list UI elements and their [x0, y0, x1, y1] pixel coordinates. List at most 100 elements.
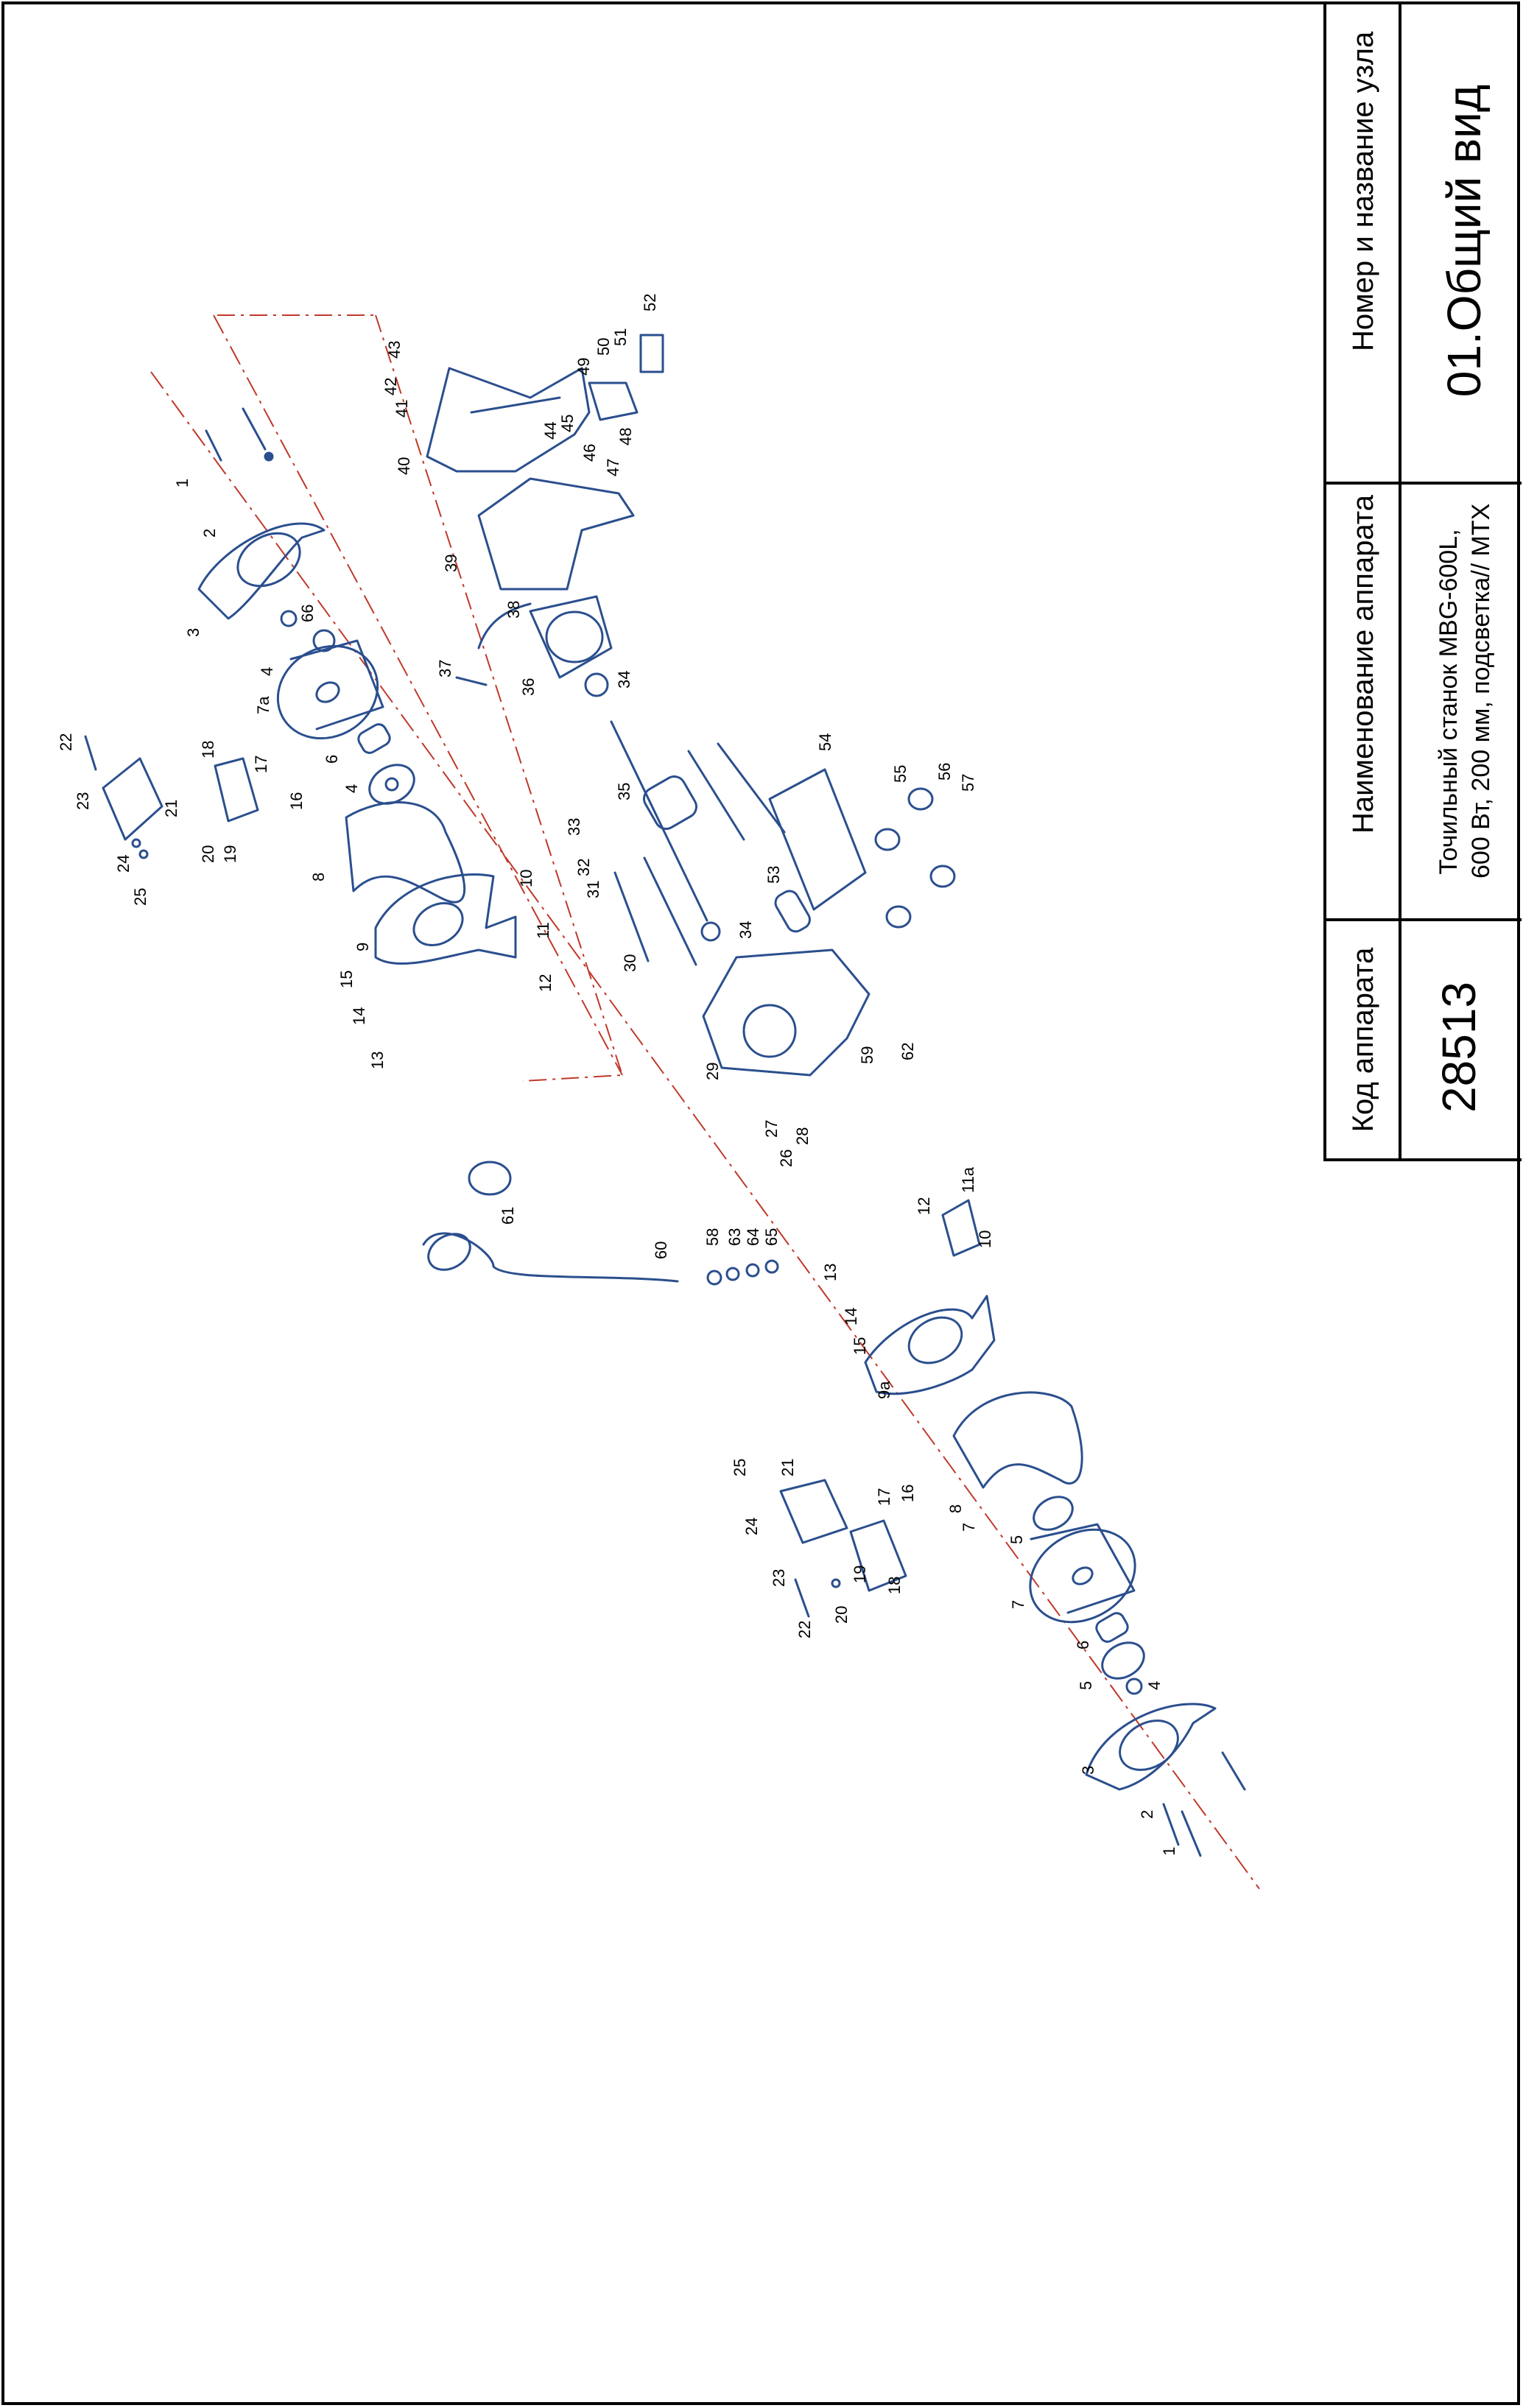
callout: 16: [287, 792, 306, 810]
eye-shield-part: [102, 757, 259, 841]
callout: 11a: [959, 1166, 977, 1193]
nut-part: [264, 451, 274, 462]
callout: 52: [641, 294, 659, 311]
callout: 17: [875, 1488, 893, 1506]
flange-part: [368, 764, 415, 805]
name-header: Наименование аппарата: [1347, 495, 1379, 834]
title-block: Номер и название узла 01.Общий вид Наиме…: [1323, 1, 1522, 1161]
switch-box-part: [588, 334, 664, 421]
tie-rod-part: [613, 742, 786, 966]
motor-cover-part: [477, 477, 635, 591]
bolt-part: [1162, 1751, 1246, 1857]
callout: 48: [616, 428, 635, 446]
callout: 10: [517, 870, 535, 887]
callout: 55: [891, 765, 910, 783]
callout: 51: [611, 328, 630, 346]
callout: 9a: [875, 1381, 893, 1399]
callout: 4: [1145, 1681, 1164, 1690]
title-block-row-divider: [1326, 918, 1522, 921]
callout: 47: [604, 459, 622, 476]
callout: 23: [770, 1569, 788, 1587]
capacitor-part: [774, 890, 811, 933]
callout: 1: [173, 479, 191, 487]
callout: 13: [821, 1264, 840, 1281]
callout: 41: [393, 400, 411, 418]
callout: 15: [337, 971, 356, 988]
callout: 2: [200, 529, 219, 538]
callout: 53: [764, 866, 783, 884]
callout: 4: [258, 667, 276, 676]
callout: 3: [184, 628, 203, 637]
flange-guard-part: [197, 522, 326, 620]
callout: 33: [565, 818, 583, 836]
unit-header: Номер и название узла: [1347, 31, 1379, 351]
base-plate-part: [768, 768, 867, 911]
callout: 37: [436, 660, 454, 677]
callout: 54: [816, 733, 834, 751]
bearing-part: [584, 672, 721, 942]
callout: 24: [742, 1518, 761, 1535]
name-value-line2: 600 Вт, 200 мм, подсветка// MTX: [1467, 503, 1495, 879]
lamp-bulb-part: [468, 1161, 512, 1196]
spacer-part: [357, 723, 391, 754]
code-value: 28513: [1432, 982, 1485, 1113]
title-block-row-divider: [1326, 482, 1522, 485]
callout: 35: [615, 783, 633, 800]
callout: 11: [534, 922, 552, 939]
callout: 32: [574, 859, 593, 876]
callout: 21: [162, 800, 180, 817]
callout: 44: [541, 422, 560, 440]
callout: 16: [898, 1485, 917, 1502]
callout: 4: [342, 784, 361, 793]
callout: 8: [309, 873, 328, 881]
callout: 26: [777, 1150, 795, 1167]
callout: 13: [368, 1052, 387, 1069]
callout: 60: [652, 1242, 670, 1259]
callout: 12: [536, 974, 555, 992]
callout: 17: [252, 756, 270, 773]
callout: 19: [221, 845, 239, 863]
callout: 38: [504, 601, 523, 619]
callout: 27: [762, 1120, 781, 1138]
callout: 64: [744, 1228, 762, 1246]
callout: 7: [1009, 1600, 1027, 1609]
callout: 7: [960, 1523, 978, 1532]
callout: 42: [381, 378, 400, 395]
code-header: Код аппарата: [1347, 947, 1379, 1133]
callout: 20: [832, 1606, 851, 1624]
callout: 2: [1138, 1810, 1156, 1819]
callout: 10: [976, 1231, 994, 1248]
callout: 18: [885, 1577, 904, 1594]
callout: 24: [114, 855, 133, 873]
name-value-line1: Точильный станок MBG-600L,: [1435, 529, 1463, 875]
lamp-arm-part: [422, 1232, 679, 1283]
callout: 29: [703, 1063, 722, 1080]
spacer-part: [1095, 1612, 1129, 1643]
callout: 8: [946, 1504, 965, 1513]
callout: 31: [584, 881, 602, 898]
callout: 65: [762, 1228, 781, 1246]
rotor-shaft-part: [610, 720, 708, 922]
rubber-foot-part: [874, 787, 956, 929]
assembly-outline: [217, 314, 624, 1082]
callout: 57: [959, 774, 977, 792]
callout: 22: [57, 733, 75, 751]
callout: 46: [580, 444, 599, 462]
grinding-wheel-part: [276, 639, 384, 740]
motor-housing-part: [426, 367, 591, 473]
callout: 61: [499, 1207, 517, 1225]
callout: 66: [298, 605, 317, 622]
side-plate-part: [374, 873, 517, 965]
callout: 20: [199, 845, 217, 863]
callout: 7a: [254, 696, 272, 714]
callout: 58: [703, 1228, 722, 1246]
center-axis: [150, 314, 1260, 1890]
callout: 63: [725, 1228, 744, 1246]
flange-guard-part: [1085, 1703, 1217, 1791]
callout: 19: [851, 1566, 869, 1583]
bolt-part: [205, 407, 267, 462]
callout-labels: 1 2 3 66 4 7a 6 4 8 9 22 23 24 25 18 17 …: [57, 294, 1178, 1856]
callout: 34: [615, 671, 633, 689]
washer-part: [1101, 1641, 1145, 1695]
